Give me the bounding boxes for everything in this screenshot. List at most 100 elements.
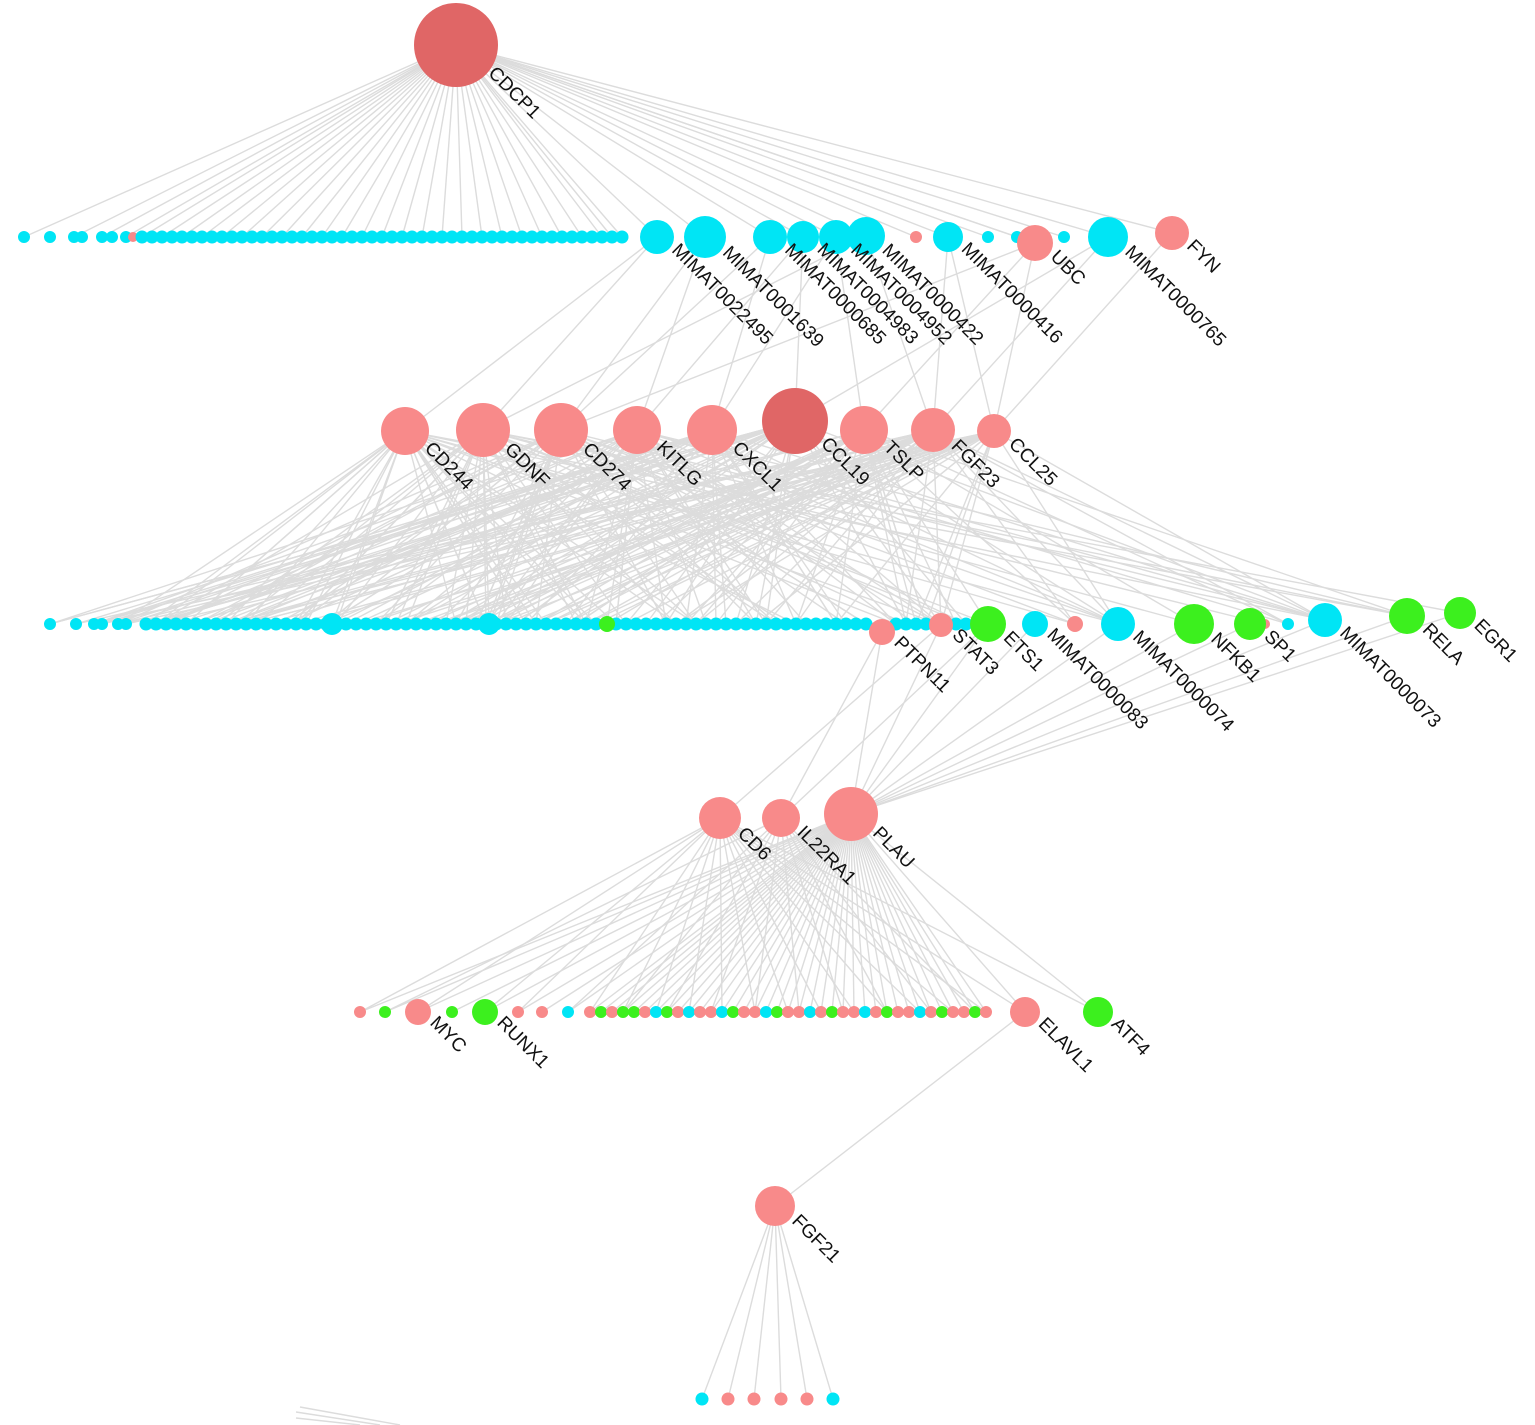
network-node: [315, 230, 329, 244]
network-node: [179, 617, 193, 631]
network-node: [415, 230, 429, 244]
network-edge: [455, 44, 804, 238]
node-fgf21: [755, 1186, 795, 1226]
network-edge: [719, 817, 987, 1013]
network-edge: [305, 430, 995, 625]
network-node: [279, 617, 293, 631]
network-node: [435, 230, 449, 244]
network-edge: [181, 44, 457, 238]
network-node: [128, 232, 138, 242]
network-edge: [221, 44, 457, 238]
network-edge: [719, 817, 723, 1013]
network-node: [149, 617, 163, 631]
network-edge: [404, 430, 942, 626]
network-edge: [495, 420, 796, 625]
network-node: [355, 230, 369, 244]
network-edge: [932, 429, 1289, 625]
network-edge: [560, 236, 771, 431]
network-edge: [688, 817, 721, 1013]
network-edge: [75, 429, 713, 625]
network-edge: [125, 430, 995, 625]
network-edge: [850, 623, 989, 815]
network-edge: [517, 813, 852, 1013]
node-label-elavl1: ELAVL1: [1034, 1014, 1097, 1077]
network-edge: [719, 817, 789, 1013]
network-node: [679, 617, 693, 631]
network-node: [661, 1006, 673, 1018]
network-node: [672, 1006, 684, 1018]
network-edge: [589, 817, 721, 1013]
network-edge: [145, 430, 406, 625]
network-node: [815, 1006, 827, 1018]
network-node: [159, 617, 173, 631]
network-edge: [567, 817, 782, 1013]
node-mimat0004983: [787, 221, 819, 253]
network-edge: [261, 44, 457, 238]
node-mimat0000416: [933, 222, 963, 252]
network-node: [959, 617, 973, 631]
network-node: [349, 617, 363, 631]
network-node: [429, 617, 443, 631]
network-edge: [636, 429, 1408, 617]
network-edge: [384, 813, 852, 1013]
network-edge: [776, 813, 852, 1013]
network-edge: [780, 817, 888, 1013]
network-node: [649, 617, 663, 631]
network-node: [309, 617, 323, 631]
network-node: [155, 230, 169, 244]
node-cxcl1: [687, 405, 737, 455]
network-node: [699, 617, 713, 631]
network-node: [721, 1392, 735, 1406]
network-edge: [482, 236, 658, 431]
network-edge: [850, 813, 976, 1013]
network-edge: [455, 44, 1173, 234]
network-edge: [754, 813, 852, 1013]
network-node: [579, 617, 593, 631]
node-ubc: [1017, 225, 1053, 261]
network-node: [799, 617, 813, 631]
network-edge: [484, 813, 852, 1013]
network-node: [445, 230, 459, 244]
network-node: [589, 617, 603, 631]
network-node: [529, 617, 543, 631]
network-edge: [155, 429, 484, 625]
network-edge: [947, 236, 995, 432]
network-edge: [93, 420, 796, 625]
network-edge: [719, 817, 756, 1013]
node-label-plau: PLAU: [868, 823, 918, 873]
network-node: [559, 617, 573, 631]
network-node: [749, 1006, 761, 1018]
network-node: [969, 1006, 981, 1018]
network-edge: [405, 429, 638, 625]
network-edge: [719, 817, 954, 1013]
network-node: [1058, 231, 1070, 243]
network-node: [139, 617, 153, 631]
network-edge: [417, 817, 721, 1013]
network-edge: [560, 429, 697, 625]
network-edge: [295, 429, 484, 625]
network-node: [145, 230, 159, 244]
network-edge: [295, 1417, 361, 1425]
network-edge: [101, 44, 457, 238]
network-node: [650, 1006, 662, 1018]
network-edge: [495, 429, 865, 625]
network-edge: [711, 429, 1326, 621]
network-node: [425, 230, 439, 244]
network-node: [509, 617, 523, 631]
network-node: [229, 617, 243, 631]
network-edge: [517, 817, 721, 1013]
network-edge: [711, 236, 837, 431]
network-node: [165, 230, 179, 244]
network-edge: [155, 430, 995, 625]
network-node: [599, 616, 615, 632]
network-node: [199, 617, 213, 631]
network-node: [759, 617, 773, 631]
network-node: [545, 230, 559, 244]
network-node: [536, 1006, 548, 1018]
node-tslp: [840, 406, 888, 454]
network-node: [771, 1006, 783, 1018]
network-edge: [795, 429, 934, 625]
network-node: [405, 230, 419, 244]
network-edge: [794, 420, 942, 626]
network-edge: [636, 429, 942, 626]
